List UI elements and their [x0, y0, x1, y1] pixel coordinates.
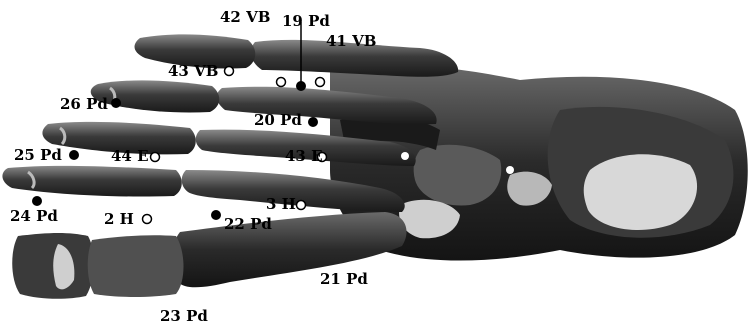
label-22pd: 22 Pd [224, 217, 272, 232]
label-24pd: 24 Pd [10, 209, 58, 224]
marker-22pd [211, 210, 221, 220]
marker-tarsal-1 [401, 152, 409, 160]
marker-26pd [111, 98, 121, 108]
marker-2h [143, 215, 152, 224]
label-19pd: 19 Pd [282, 14, 330, 29]
label-3h: 3 H [266, 197, 296, 212]
label-26pd: 26 Pd [60, 97, 108, 112]
marker-tarsal-2 [506, 166, 514, 174]
label-41vb: 41 VB [326, 34, 376, 49]
marker-41vb [316, 78, 325, 87]
marker-20pd [308, 117, 318, 127]
label-43vb: 43 VB [168, 64, 218, 79]
marker-extra-left [277, 78, 286, 87]
label-2h: 2 H [104, 212, 134, 227]
label-44e: 44 E [111, 149, 149, 164]
label-21pd: 21 Pd [320, 272, 368, 287]
marker-25pd [69, 150, 79, 160]
marker-24pd [32, 196, 42, 206]
label-42vb: 42 VB [220, 10, 270, 25]
marker-3h [297, 201, 306, 210]
label-43e: 43 E [285, 149, 323, 164]
marker-43vb [225, 67, 234, 76]
label-23pd: 23 Pd [160, 309, 208, 324]
label-20pd: 20 Pd [254, 113, 302, 128]
marker-19pd [296, 81, 306, 91]
marker-44e [151, 153, 160, 162]
label-25pd: 25 Pd [14, 148, 62, 163]
